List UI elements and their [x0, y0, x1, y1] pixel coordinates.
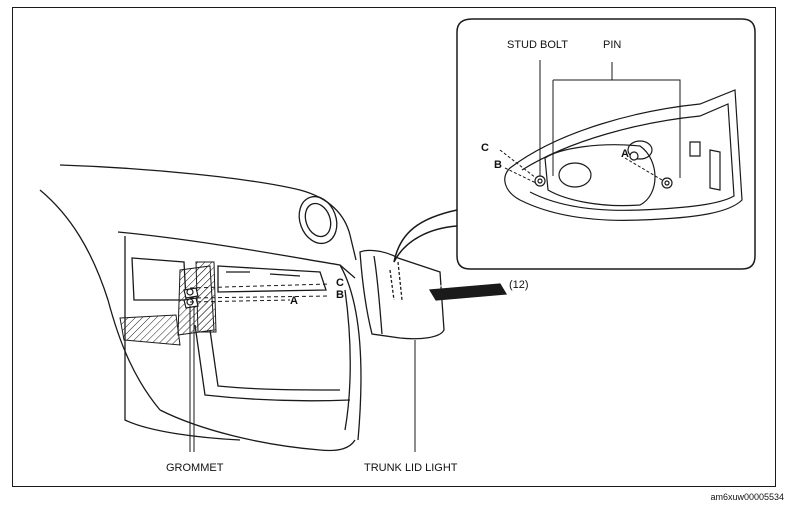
alignment-lines	[189, 283, 331, 303]
figure-id: am6xuw00005534	[710, 492, 784, 502]
label-b-detail: B	[494, 159, 502, 171]
grommet-label: GROMMET	[166, 462, 224, 474]
install-arrow	[428, 281, 508, 301]
torque-label: (12)	[509, 279, 529, 291]
trunk-lid-light	[359, 249, 445, 340]
trunk-lid-light-label: TRUNK LID LIGHT	[364, 462, 458, 474]
label-c-main: C	[336, 277, 344, 289]
bottom-leaders	[189, 306, 416, 452]
vehicle-body	[39, 164, 362, 452]
label-a-main: A	[290, 295, 298, 307]
label-b-main: B	[336, 289, 344, 301]
diagram-frame	[12, 7, 776, 487]
hatched-section	[119, 261, 217, 346]
label-a-detail: A	[621, 148, 629, 160]
lamp-detail	[504, 89, 743, 221]
stud-bolt-label: STUD BOLT	[507, 39, 568, 51]
pin-label: PIN	[603, 39, 622, 51]
trunk-emblem	[298, 195, 338, 245]
callout-leaders	[499, 60, 681, 184]
label-c-detail: C	[481, 142, 489, 154]
